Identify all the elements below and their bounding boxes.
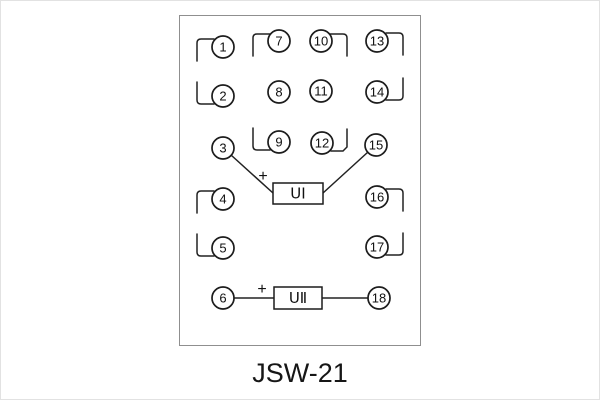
terminal-4: 4 xyxy=(211,187,235,211)
terminal-5-circle xyxy=(211,236,235,260)
terminal-1: 1 xyxy=(211,35,235,59)
terminal-12-circle xyxy=(310,131,334,155)
coil-u1-box xyxy=(272,182,324,205)
terminal-16: 16 xyxy=(365,185,389,209)
terminal-3-number: 3 xyxy=(219,141,226,156)
terminal-10-number: 10 xyxy=(314,34,328,49)
terminal-4-number: 4 xyxy=(219,192,226,207)
terminal-6-number: 6 xyxy=(219,291,226,306)
coil-u2-label: UⅡ xyxy=(289,289,307,307)
wire-15-to-u1 xyxy=(322,151,369,194)
terminal-2-circle xyxy=(211,84,235,108)
contact-symbol-10-12 xyxy=(329,33,348,152)
terminal-7-circle xyxy=(267,29,291,53)
coil-u1-polarity-plus: + xyxy=(258,168,267,185)
contact-symbol-16-17 xyxy=(385,188,404,256)
terminal-18: 18 xyxy=(367,286,391,310)
terminal-2-number: 2 xyxy=(219,89,226,104)
terminal-9-circle xyxy=(267,130,291,154)
terminal-8: 8 xyxy=(267,80,291,104)
terminal-8-circle xyxy=(267,80,291,104)
terminal-11-number: 11 xyxy=(314,84,328,99)
contact-symbol-4-5 xyxy=(196,190,215,257)
terminal-2: 2 xyxy=(211,84,235,108)
wire-3-to-u1 xyxy=(230,154,274,194)
contact-symbol-1-2 xyxy=(196,38,215,105)
terminal-10-circle xyxy=(309,29,333,53)
coil-u2-box xyxy=(273,286,323,310)
terminal-17: 17 xyxy=(365,235,389,259)
terminal-17-number: 17 xyxy=(370,240,384,255)
enclosure-outline xyxy=(179,15,421,346)
terminal-17-circle xyxy=(365,235,389,259)
coil-u1-label: UⅠ xyxy=(290,185,305,203)
terminal-11: 11 xyxy=(309,79,333,103)
terminal-11-circle xyxy=(309,79,333,103)
terminal-5-number: 5 xyxy=(219,241,226,256)
terminal-6-circle xyxy=(211,286,235,310)
terminal-9: 9 xyxy=(267,130,291,154)
terminal-12-number: 12 xyxy=(315,136,329,151)
terminal-15: 15 xyxy=(364,133,388,157)
terminal-6: 6 xyxy=(211,286,235,310)
terminal-12: 12 xyxy=(310,131,334,155)
terminal-16-circle xyxy=(365,185,389,209)
terminal-13: 13 xyxy=(365,29,389,53)
terminal-14-circle xyxy=(365,80,389,104)
terminal-9-number: 9 xyxy=(275,135,282,150)
diagram-title: JSW-21 xyxy=(252,358,348,388)
terminal-15-number: 15 xyxy=(369,138,383,153)
terminal-13-number: 13 xyxy=(370,34,384,49)
terminal-1-circle xyxy=(211,35,235,59)
terminal-10: 10 xyxy=(309,29,333,53)
terminal-16-number: 16 xyxy=(370,190,384,205)
terminal-7: 7 xyxy=(267,29,291,53)
terminal-8-number: 8 xyxy=(275,85,282,100)
contact-symbol-7-9 xyxy=(252,33,271,151)
terminal-1-number: 1 xyxy=(219,40,226,55)
terminal-13-circle xyxy=(365,29,389,53)
coil-u2-polarity-plus: + xyxy=(257,281,266,298)
terminal-4-circle xyxy=(211,187,235,211)
terminal-3: 3 xyxy=(211,136,235,160)
terminal-5: 5 xyxy=(211,236,235,260)
terminal-3-circle xyxy=(211,136,235,160)
terminal-18-circle xyxy=(367,286,391,310)
terminal-18-number: 18 xyxy=(372,291,386,306)
terminal-15-circle xyxy=(364,133,388,157)
terminal-7-number: 7 xyxy=(275,34,282,49)
terminal-14-number: 14 xyxy=(370,85,384,100)
contact-symbol-13-14 xyxy=(385,32,404,101)
terminal-14: 14 xyxy=(365,80,389,104)
